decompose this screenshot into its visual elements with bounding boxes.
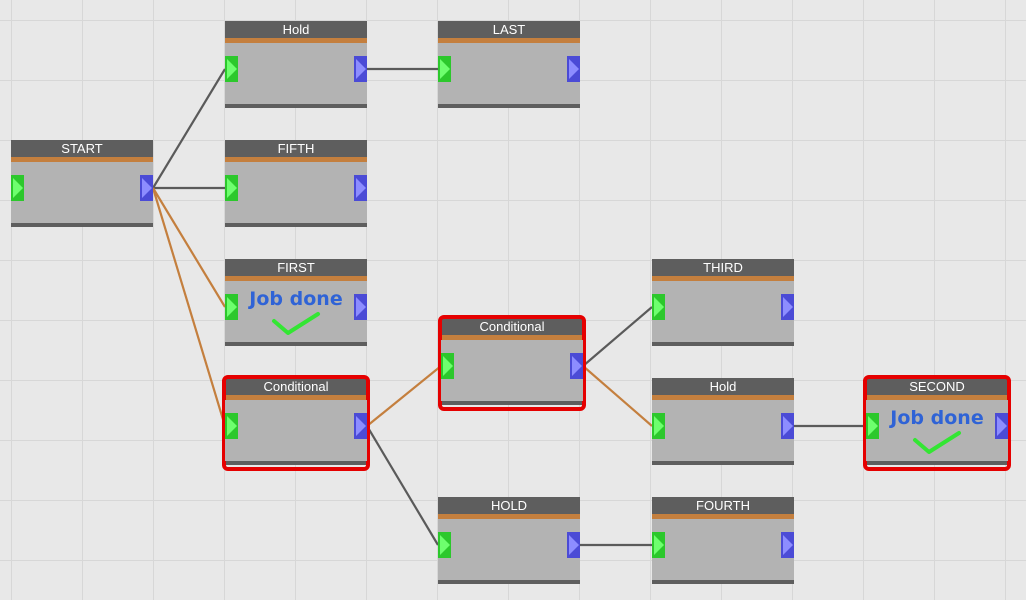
node-title: SECOND — [866, 378, 1008, 395]
node-title: FIFTH — [225, 140, 367, 157]
input-port-icon[interactable] — [225, 175, 238, 201]
output-port-icon[interactable] — [140, 175, 153, 201]
output-port-icon[interactable] — [781, 413, 794, 439]
node-title: THIRD — [652, 259, 794, 276]
checkmark-icon — [913, 431, 961, 454]
input-port-icon[interactable] — [225, 294, 238, 320]
node-title: FOURTH — [652, 497, 794, 514]
node-title: Conditional — [225, 378, 367, 395]
output-port-icon[interactable] — [567, 532, 580, 558]
node-hold-mid[interactable]: Hold — [652, 378, 794, 468]
edge-start-to-hold_top[interactable] — [152, 68, 226, 189]
node-body: Job done — [866, 400, 1008, 461]
node-footer — [652, 342, 794, 346]
node-body — [438, 43, 580, 104]
node-title: FIRST — [225, 259, 367, 276]
node-band — [438, 514, 580, 519]
node-footer — [225, 461, 367, 465]
job-status-text: Job done — [249, 288, 343, 310]
node-body — [652, 281, 794, 342]
edge-conditional_b-to-third[interactable] — [582, 306, 653, 367]
edge-conditional_a-to-conditional_b[interactable] — [366, 365, 442, 427]
job-status: Job done — [866, 408, 1008, 455]
node-footer — [11, 223, 153, 227]
node-band — [866, 395, 1008, 400]
node-title: Conditional — [441, 318, 583, 335]
job-status: Job done — [225, 289, 367, 336]
node-footer — [438, 580, 580, 584]
output-port-icon[interactable] — [354, 294, 367, 320]
node-footer — [225, 104, 367, 108]
node-band — [652, 395, 794, 400]
node-body — [225, 400, 367, 461]
input-port-icon[interactable] — [866, 413, 879, 439]
output-port-icon[interactable] — [354, 56, 367, 82]
edge-conditional_b-to-hold_mid[interactable] — [582, 365, 653, 427]
node-hold-bottom[interactable]: HOLD — [438, 497, 580, 587]
node-body — [438, 519, 580, 580]
node-start[interactable]: START — [11, 140, 153, 230]
node-second[interactable]: SECOND Job done — [863, 375, 1011, 471]
input-port-icon[interactable] — [11, 175, 24, 201]
node-last[interactable]: LAST — [438, 21, 580, 111]
node-band — [225, 38, 367, 43]
node-band — [441, 335, 583, 340]
node-title: Hold — [652, 378, 794, 395]
node-title: START — [11, 140, 153, 157]
node-title: LAST — [438, 21, 580, 38]
node-first[interactable]: FIRST Job done — [225, 259, 367, 349]
node-body — [225, 162, 367, 223]
node-band — [225, 395, 367, 400]
input-port-icon[interactable] — [652, 294, 665, 320]
edge-conditional_a-to-hold_bottom[interactable] — [366, 425, 439, 546]
node-footer — [225, 223, 367, 227]
output-port-icon[interactable] — [567, 56, 580, 82]
node-body — [441, 340, 583, 401]
node-footer — [225, 342, 367, 346]
node-footer — [652, 461, 794, 465]
node-fourth[interactable]: FOURTH — [652, 497, 794, 587]
node-body — [225, 43, 367, 104]
input-port-icon[interactable] — [438, 56, 451, 82]
node-conditional-b[interactable]: Conditional — [438, 315, 586, 411]
edge-start-to-first[interactable] — [152, 187, 226, 308]
node-hold-top[interactable]: Hold — [225, 21, 367, 111]
checkmark-icon — [272, 312, 320, 335]
input-port-icon[interactable] — [652, 532, 665, 558]
node-band — [652, 276, 794, 281]
node-title: HOLD — [438, 497, 580, 514]
input-port-icon[interactable] — [438, 532, 451, 558]
output-port-icon[interactable] — [354, 413, 367, 439]
input-port-icon[interactable] — [225, 56, 238, 82]
job-status-text: Job done — [890, 407, 984, 429]
output-port-icon[interactable] — [781, 294, 794, 320]
node-footer — [438, 104, 580, 108]
node-footer — [866, 461, 1008, 465]
output-port-icon[interactable] — [781, 532, 794, 558]
node-footer — [441, 401, 583, 405]
input-port-icon[interactable] — [652, 413, 665, 439]
node-body — [11, 162, 153, 223]
node-band — [11, 157, 153, 162]
edge-start-to-conditional_a[interactable] — [151, 187, 227, 427]
node-band — [652, 514, 794, 519]
node-title: Hold — [225, 21, 367, 38]
output-port-icon[interactable] — [995, 413, 1008, 439]
node-footer — [652, 580, 794, 584]
input-port-icon[interactable] — [225, 413, 238, 439]
node-body — [652, 519, 794, 580]
input-port-icon[interactable] — [441, 353, 454, 379]
node-band — [225, 157, 367, 162]
node-third[interactable]: THIRD — [652, 259, 794, 349]
output-port-icon[interactable] — [570, 353, 583, 379]
node-body — [652, 400, 794, 461]
node-band — [438, 38, 580, 43]
node-fifth[interactable]: FIFTH — [225, 140, 367, 230]
node-band — [225, 276, 367, 281]
output-port-icon[interactable] — [354, 175, 367, 201]
node-body: Job done — [225, 281, 367, 342]
node-conditional-a[interactable]: Conditional — [222, 375, 370, 471]
